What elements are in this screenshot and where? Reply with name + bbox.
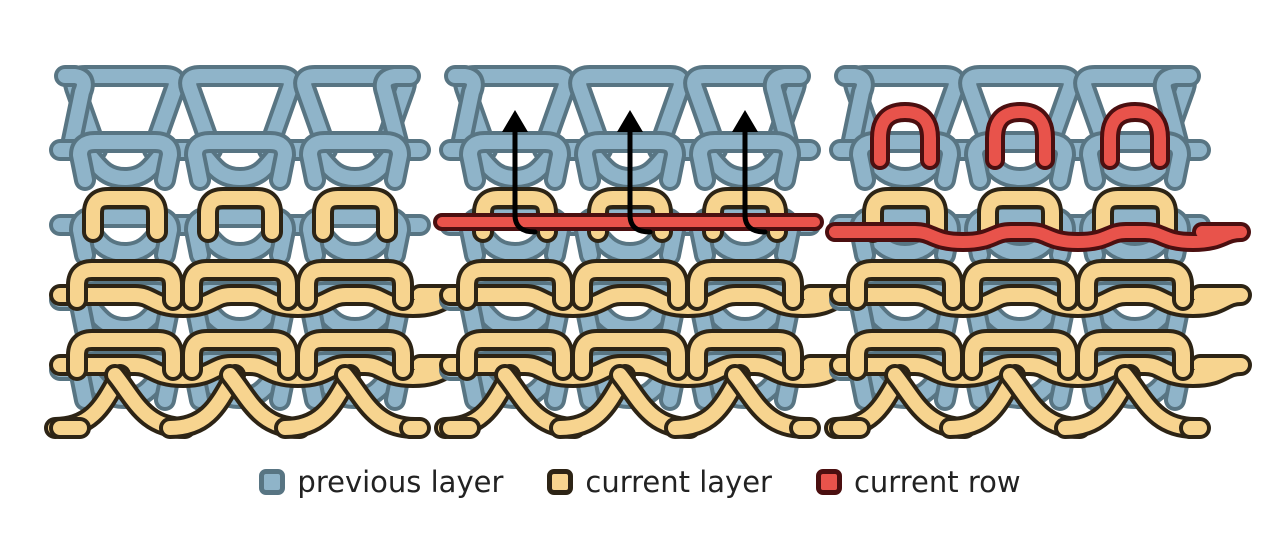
current-layer-small-loop [312, 187, 398, 243]
current-layer-loop [181, 329, 299, 381]
current-layer-small-loop [862, 187, 948, 243]
previous-layer-edge [834, 65, 875, 161]
legend-item-current-row: current row [815, 465, 1021, 499]
current-layer-row [49, 284, 472, 318]
legend-item-current-layer: current layer [547, 465, 772, 499]
current-layer-loop [846, 259, 964, 311]
previous-layer-edge [372, 65, 421, 161]
previous-layer-stitch [69, 131, 181, 191]
current-row-loop [1100, 102, 1170, 170]
previous-layer-edge [1152, 65, 1201, 161]
previous-layer-stitch [184, 206, 296, 266]
previous-layer-row [829, 289, 1211, 339]
current-layer-loop [571, 259, 689, 311]
pull-up-arrow [617, 110, 653, 235]
legend-item-previous-layer: previous layer [259, 465, 503, 499]
previous-layer-row [829, 139, 1211, 189]
current-layer-row [49, 354, 472, 388]
previous-layer-stitch [1079, 131, 1191, 191]
previous-layer-stitch [299, 131, 411, 191]
current-layer-loop [296, 259, 414, 311]
legend-label: previous layer [297, 465, 504, 499]
current-layer-small-loop [1092, 187, 1178, 243]
current-layer-small-loop [82, 187, 168, 243]
previous-layer-row [49, 139, 431, 189]
current-layer-loop [66, 259, 184, 311]
current-row-loop [870, 102, 940, 170]
current-layer-loop [686, 329, 804, 381]
previous-layer-top-loop [958, 65, 1082, 161]
current-layer-row [439, 284, 862, 318]
current-layer-loop [181, 259, 299, 311]
previous-layer-stitch [184, 131, 296, 191]
previous-layer-stitch [964, 131, 1076, 191]
previous-layer-row [439, 214, 821, 264]
current-layer-loop [686, 259, 804, 311]
pull-up-arrow [732, 110, 768, 235]
current-layer-swatch [547, 469, 574, 495]
current-layer-loop [1076, 329, 1194, 381]
current-row-yarn [825, 222, 1251, 252]
previous-layer-stitch [1079, 206, 1191, 266]
current-layer-row [439, 354, 862, 388]
previous-layer-swatch [259, 469, 286, 495]
panel-new-row [824, 65, 1252, 439]
panel-pull-up [433, 65, 862, 439]
previous-layer-top-loop [178, 65, 302, 161]
legend-label: current row [853, 465, 1021, 499]
previous-layer-stitch [964, 206, 1076, 266]
legend-label: current layer [585, 465, 772, 499]
current-layer-loop [1076, 259, 1194, 311]
previous-layer-row [49, 289, 431, 339]
current-layer-row [829, 284, 1252, 318]
current-layer-loop [456, 259, 574, 311]
current-row-loop [985, 102, 1055, 170]
current-layer-loop [961, 259, 1079, 311]
previous-layer-edge [444, 65, 485, 161]
previous-layer-stitch [299, 206, 411, 266]
previous-layer-top-loop [568, 65, 692, 161]
previous-layer-row [49, 214, 431, 264]
current-layer-row [829, 354, 1252, 388]
current-row-swatch [815, 469, 842, 495]
panel-initial [44, 65, 472, 439]
legend: previous layer current layer current row [0, 465, 1280, 499]
previous-layer-edge [54, 65, 95, 161]
current-layer-loop [961, 329, 1079, 381]
current-layer-small-loop [197, 187, 283, 243]
previous-layer-stitch [69, 206, 181, 266]
current-layer-loop [571, 329, 689, 381]
current-layer-loop [846, 329, 964, 381]
current-layer-loop [66, 329, 184, 381]
current-layer-loop [456, 329, 574, 381]
previous-layer-edge [762, 65, 811, 161]
previous-layer-stitch [849, 131, 961, 191]
previous-layer-row [439, 289, 821, 339]
pull-up-arrow [502, 110, 538, 235]
previous-layer-row [829, 214, 1211, 264]
current-layer-loop [296, 329, 414, 381]
current-layer-small-loop [977, 187, 1063, 243]
